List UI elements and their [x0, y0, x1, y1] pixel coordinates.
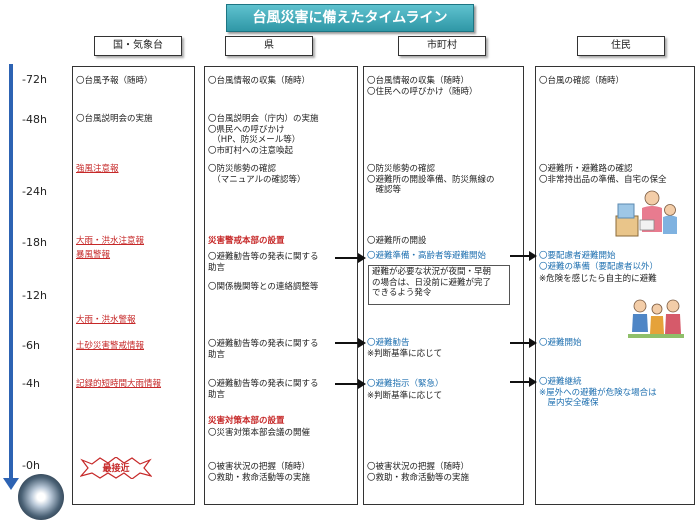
arrow-municipality-to-residents-4h: [510, 377, 537, 387]
municipality-evacuation-preparation: 〇避難準備・高齢者等避難開始: [367, 251, 487, 261]
arrow-prefecture-to-municipality-6h: [335, 338, 366, 348]
national-column: [72, 66, 195, 505]
prefecture-advice-1: 〇避難勧告等の発表に関する 助言: [208, 252, 319, 273]
time-label-6h: -6h: [22, 339, 40, 352]
prefecture-readiness-check: 〇防災態勢の確認 （マニュアルの確認等）: [208, 164, 306, 185]
arrow-municipality-to-residents-18h: [510, 251, 537, 261]
municipality-damage-rescue: 〇被害状況の把握（随時） 〇救助・救命活動等の実施: [367, 462, 470, 483]
arrow-municipality-to-residents-6h: [510, 338, 537, 348]
prefecture-damage-rescue: 〇被害状況の把握（随時） 〇救助・救命活動等の実施: [208, 462, 311, 483]
prefecture-advice-2: 〇避難勧告等の発表に関する 助言: [208, 339, 319, 360]
national-typhoon-forecast: 〇台風予報（随時）: [76, 76, 153, 86]
national-briefing: 〇台風説明会の実施: [76, 114, 153, 124]
arrow-prefecture-to-municipality-4h: [335, 379, 366, 389]
residents-vulnerable-evacuation: 〇要配慮者避難開始 〇避難の準備（要配慮者以外）: [539, 251, 659, 272]
residents-voluntary-evacuation-note: ※危険を感じたら自主的に避難: [539, 274, 657, 284]
closest-approach-label: 最接近: [102, 464, 130, 474]
time-label-12h: -12h: [22, 289, 47, 302]
closest-approach-burst-icon: [80, 457, 152, 479]
column-header-residents: 住民: [577, 36, 665, 56]
municipality-shelter-opening: 〇避難所の開設: [367, 236, 427, 246]
municipality-evacuation-advisory: 〇避難勧告: [367, 338, 410, 348]
residents-evacuation-start: 〇避難開始: [539, 338, 582, 348]
time-label-0h: -0h: [22, 459, 40, 472]
arrow-prefecture-to-municipality-18h: [335, 253, 366, 263]
municipality-readiness: 〇防災態勢の確認 〇避難所の開設準備、防災無線の 確認等: [367, 164, 495, 195]
residents-shelter-route-check: 〇避難所・避難路の確認 〇非常持出品の準備、自宅の保全: [539, 164, 667, 185]
prefecture-briefing-and-calls: 〇台風説明会（庁内）の実施 〇県民への呼びかけ （HP、防災メール等） 〇市町村…: [208, 114, 319, 156]
national-record-rainfall-info: 記録的短時間大雨情報: [76, 379, 162, 389]
national-strong-wind-advisory: 強風注意報: [76, 164, 119, 174]
time-label-18h: -18h: [22, 236, 47, 249]
municipality-criteria-note-1: ※判断基準に応じて: [367, 349, 443, 359]
municipality-criteria-note-2: ※判断基準に応じて: [367, 391, 443, 401]
column-header-national: 国・気象台: [94, 36, 182, 56]
prefecture-hq-meeting: 〇災害対策本部会議の開催: [208, 428, 311, 438]
time-axis-arrow: [9, 64, 13, 484]
national-heavy-rain-flood-advisory: 大雨・洪水注意報: [76, 236, 145, 246]
family-preparing-illustration: [615, 190, 677, 237]
typhoon-satellite-image: [18, 474, 64, 520]
national-storm-warning: 暴風警報: [76, 250, 111, 260]
time-label-72h: -72h: [22, 73, 47, 86]
residents-typhoon-check: 〇台風の確認（随時）: [539, 76, 625, 86]
prefecture-column: [204, 66, 358, 505]
time-label-4h: -4h: [22, 377, 40, 390]
residents-evacuation-continue: 〇避難継続 ※屋外への避難が危険な場合は 屋内安全確保: [539, 377, 657, 408]
prefecture-info-collection: 〇台風情報の収集（随時）: [208, 76, 311, 86]
municipality-night-evacuation-note: 避難が必要な状況が夜間・早朝 の場合は、日没前に避難が完了 できるよう発令: [368, 265, 510, 305]
prefecture-alert-hq: 災害警戒本部の設置: [208, 236, 285, 246]
national-landslide-alert: 土砂災害警戒情報: [76, 341, 145, 351]
time-axis-arrowhead: [3, 478, 19, 490]
prefecture-disaster-hq: 災害対策本部の設置: [208, 416, 285, 426]
prefecture-advice-3: 〇避難勧告等の発表に関する 助言: [208, 379, 319, 400]
page-title: 台風災害に備えたタイムライン: [226, 4, 474, 32]
time-label-48h: -48h: [22, 113, 47, 126]
evacuating-people-illustration: [628, 299, 684, 338]
prefecture-coordination: 〇関係機関等との連絡調整等: [208, 282, 319, 292]
residents-column: [535, 66, 695, 505]
municipality-info-collection: 〇台風情報の収集（随時） 〇住民への呼びかけ（随時）: [367, 76, 478, 97]
municipality-evacuation-order: 〇避難指示（緊急）: [367, 379, 444, 389]
national-heavy-rain-flood-warning: 大雨・洪水警報: [76, 315, 136, 325]
time-label-24h: -24h: [22, 185, 47, 198]
column-header-prefecture: 県: [225, 36, 313, 56]
column-header-municipality: 市町村: [398, 36, 486, 56]
